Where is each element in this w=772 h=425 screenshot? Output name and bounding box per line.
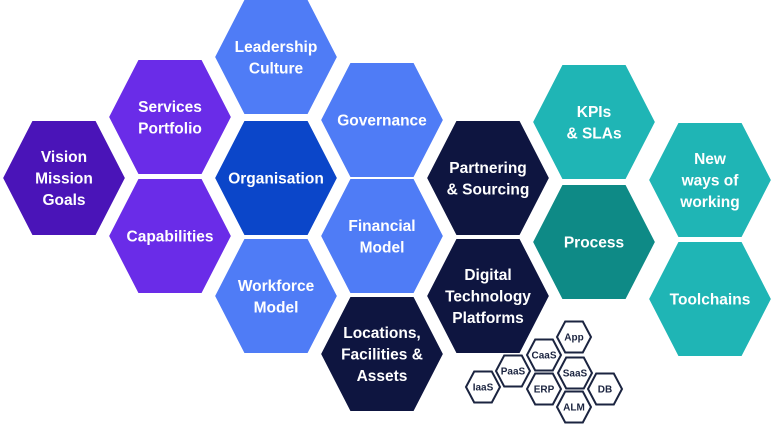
- small-hex-caas: CaaS: [525, 338, 563, 372]
- hex-label-line: Partnering: [449, 160, 527, 177]
- small-hex-label: DB: [598, 385, 612, 396]
- hex-label-line: Facilities &: [341, 347, 423, 364]
- hex-label-line: Vision: [41, 149, 87, 166]
- hex-label-line: Governance: [337, 113, 427, 130]
- small-hex-shape: [555, 390, 593, 424]
- hex-shape: [318, 177, 446, 295]
- hex-process: Process: [530, 183, 658, 301]
- small-hex-db: DB: [586, 372, 624, 406]
- hex-label-line: Financial: [348, 218, 415, 235]
- hex-label-line: Workforce: [238, 278, 315, 295]
- hex-label-line: Process: [564, 235, 624, 252]
- hex-label-line: Goals: [42, 192, 85, 209]
- hex-shape: [318, 295, 446, 413]
- small-hex-paas: PaaS: [494, 354, 532, 388]
- hex-new-ways-of-working: New ways of working: [646, 121, 772, 239]
- small-hex-shape: [525, 372, 563, 406]
- hex-shape: [646, 121, 772, 239]
- hex-shape: [530, 183, 658, 301]
- small-hex-shape: [586, 372, 624, 406]
- hex-label-line: KPIs: [577, 104, 611, 121]
- hex-label-line: & Sourcing: [447, 181, 530, 198]
- hex-capabilities: Capabilities: [106, 177, 234, 295]
- hex-shape: [530, 63, 658, 181]
- small-hex-label: ALM: [563, 403, 585, 414]
- small-hex-shape: [525, 338, 563, 372]
- hex-shape: [424, 119, 552, 237]
- small-hex-app: App: [555, 320, 593, 354]
- hex-label-line: Mission: [35, 171, 93, 188]
- hex-label-line: Locations,: [343, 325, 421, 342]
- hex-label-line: New: [694, 151, 727, 168]
- small-hex-iaas: IaaS: [464, 370, 502, 404]
- hex-shape: [646, 240, 772, 358]
- hex-shape: [212, 237, 340, 355]
- small-hex-label: CaaS: [531, 351, 556, 362]
- small-hex-label: SaaS: [563, 369, 588, 380]
- small-hex-label: IaaS: [473, 383, 494, 394]
- hex-label-line: Model: [360, 239, 405, 256]
- hex-label-line: Technology: [445, 289, 531, 306]
- small-hex-alm: ALM: [555, 390, 593, 424]
- small-hex-label: ERP: [534, 385, 555, 396]
- hex-kpis-slas: KPIs & SLAs: [530, 63, 658, 181]
- hex-label-line: Model: [254, 299, 299, 316]
- hex-locations-facilities-assets: Locations, Facilities & Assets: [318, 295, 446, 413]
- hex-label-line: Platforms: [452, 310, 524, 327]
- hex-shape: [212, 0, 340, 116]
- small-hex-shape: [464, 370, 502, 404]
- hex-label-line: Organisation: [228, 171, 324, 188]
- small-hex-saas: SaaS: [556, 356, 594, 390]
- hex-shape: [212, 119, 340, 237]
- small-hex-shape: [556, 356, 594, 390]
- hex-label-line: ways of: [681, 173, 740, 190]
- hex-label-line: working: [679, 194, 739, 211]
- hex-label-line: Portfolio: [138, 120, 202, 137]
- hex-label-line: Services: [138, 99, 202, 116]
- hex-label-line: Culture: [249, 60, 304, 77]
- small-hex-erp: ERP: [525, 372, 563, 406]
- hex-label-line: Capabilities: [127, 229, 214, 246]
- hex-shape: [106, 177, 234, 295]
- hex-partnering-sourcing: Partnering & Sourcing: [424, 119, 552, 237]
- hex-organisation: Organisation: [212, 119, 340, 237]
- small-hex-shape: [555, 320, 593, 354]
- hex-governance: Governance: [318, 61, 446, 179]
- small-hex-label: PaaS: [501, 367, 526, 378]
- small-hex-shape: [494, 354, 532, 388]
- hex-label-line: Assets: [357, 368, 408, 385]
- hex-shape: [0, 119, 128, 237]
- hex-label-line: Toolchains: [670, 292, 751, 309]
- hex-label-line: & SLAs: [566, 125, 621, 142]
- small-hex-label: App: [564, 333, 583, 344]
- hex-toolchains: Toolchains: [646, 240, 772, 358]
- hex-shape: [106, 58, 234, 176]
- hex-shape: [424, 237, 552, 355]
- hex-label-line: Leadership: [235, 39, 318, 56]
- hex-label-line: Digital: [464, 267, 511, 284]
